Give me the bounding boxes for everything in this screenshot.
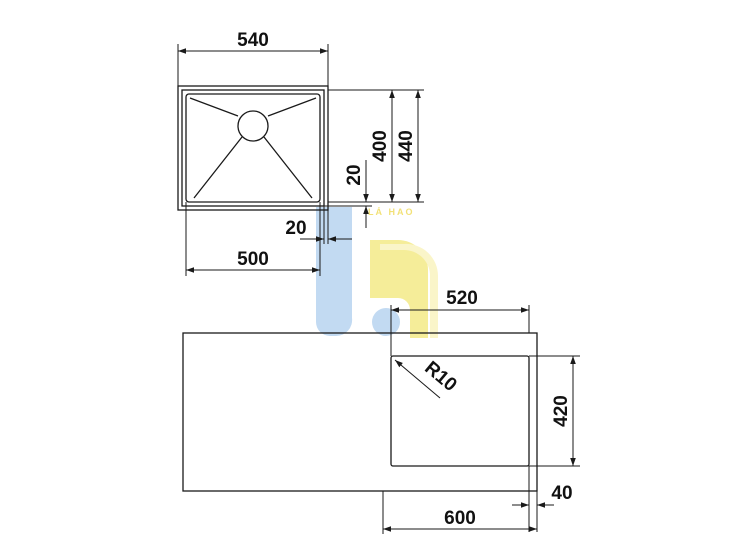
label-40: 40 [551, 483, 572, 504]
dim-20-horizontal [300, 206, 352, 244]
watermark-blue-shape [316, 207, 353, 337]
dim-20-vertical [324, 160, 372, 228]
label-20-horizontal: 20 [285, 218, 306, 239]
dim-600 [382, 491, 537, 534]
label-540: 540 [237, 30, 269, 51]
label-500: 500 [237, 249, 269, 270]
dim-520 [390, 305, 530, 356]
countertop-panel [182, 332, 538, 492]
sink-drain-lines [189, 97, 317, 199]
sink-bowl [185, 93, 321, 203]
dim-540 [177, 44, 329, 86]
sink-top-view [177, 85, 329, 211]
dim-40 [512, 466, 554, 532]
sink-inner-rim [181, 89, 325, 207]
label-420: 420 [551, 395, 572, 427]
watermark-logo: LÁ HAO [316, 207, 439, 338]
countertop-view [182, 332, 538, 492]
watermark-yellow-light-shape [380, 243, 439, 338]
dim-500 [185, 202, 321, 276]
label-440: 440 [396, 130, 417, 162]
label-20-vertical: 20 [344, 164, 365, 185]
sink-outer-rim [177, 85, 329, 211]
watermark-text: LÁ HAO [368, 207, 415, 217]
label-r10: R10 [420, 358, 460, 396]
watermark-yellow-shape [370, 240, 428, 338]
label-400: 400 [370, 130, 391, 162]
watermark-blue-dot [372, 308, 400, 336]
sink-cutout [390, 355, 530, 467]
dim-r10-leader [394, 359, 441, 399]
dim-420 [529, 355, 580, 467]
label-600: 600 [444, 508, 476, 529]
dim-400-440 [328, 89, 424, 203]
label-520: 520 [446, 288, 478, 309]
drain-circle-icon [237, 110, 269, 142]
